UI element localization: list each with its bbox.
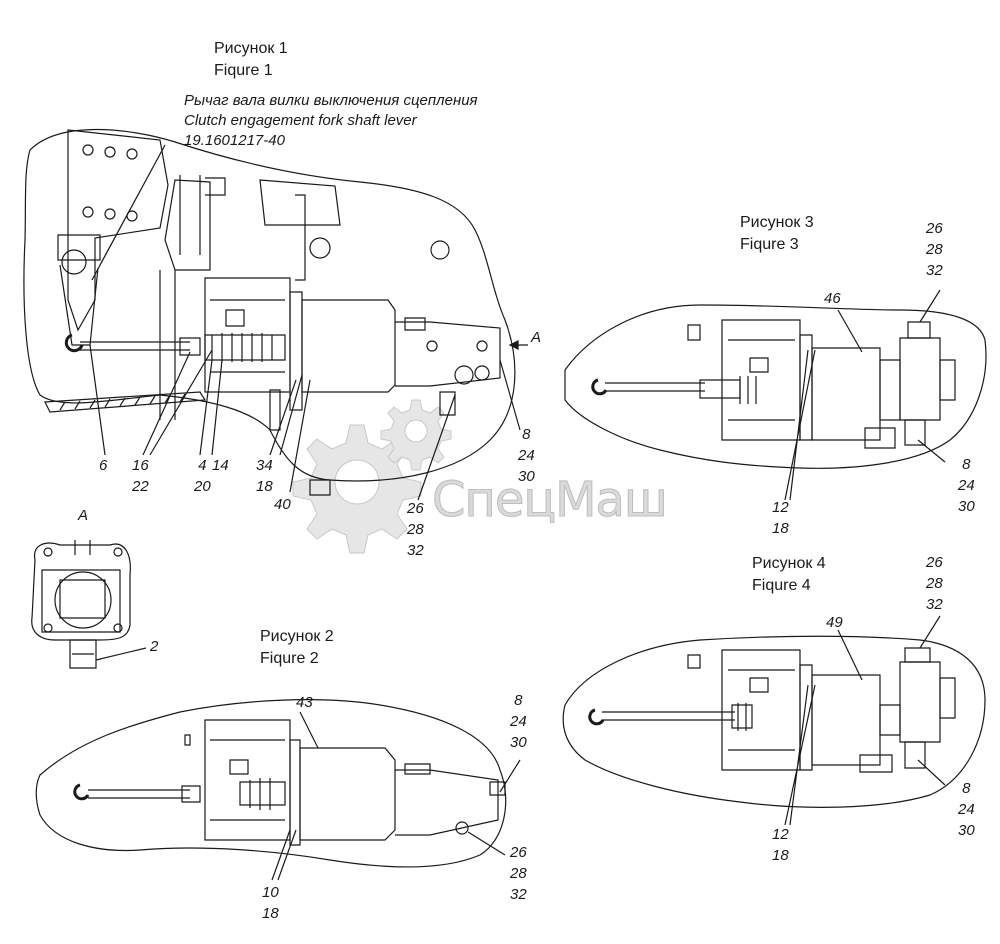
- figure-1-drawing: [23, 128, 528, 501]
- watermark-gear-icon: [292, 399, 452, 554]
- fig2-title-en: Fiqure 2: [260, 650, 319, 667]
- callout-43: 43: [296, 694, 313, 711]
- fig3-title-ru: Рисунок 3: [740, 214, 814, 231]
- callout-49: 49: [826, 614, 843, 631]
- view-a-arrow-label: A: [531, 329, 542, 346]
- callout-6: 6: [99, 457, 108, 474]
- callout-14: 14: [212, 457, 229, 474]
- fig1-part-name-ru: Рычаг вала вилки выключения сцепления: [184, 92, 478, 109]
- fig4-title-en: Fiqure 4: [752, 577, 811, 594]
- figure-2-drawing: [35, 699, 521, 881]
- fig2-title-ru: Рисунок 2: [260, 628, 334, 645]
- fig1-part-number: 19.1601217-40: [184, 132, 285, 149]
- view-a-drawing: [31, 540, 147, 669]
- view-a-title: A: [78, 507, 89, 524]
- fig1-part-name-en: Clutch engagement fork shaft lever: [184, 112, 417, 129]
- figure-3-drawing: [564, 289, 987, 501]
- watermark-text: СпецМаш: [432, 472, 669, 529]
- callout-46: 46: [824, 290, 841, 307]
- fig4-title-ru: Рисунок 4: [752, 555, 826, 572]
- fig3-title-en: Fiqure 3: [740, 236, 799, 253]
- callout-2: 2: [150, 638, 159, 655]
- figure-4-drawing: [562, 615, 986, 826]
- fig1-title-ru: Рисунок 1: [214, 40, 288, 57]
- fig1-title-en: Fiqure 1: [214, 62, 273, 79]
- callout-40: 40: [274, 496, 291, 513]
